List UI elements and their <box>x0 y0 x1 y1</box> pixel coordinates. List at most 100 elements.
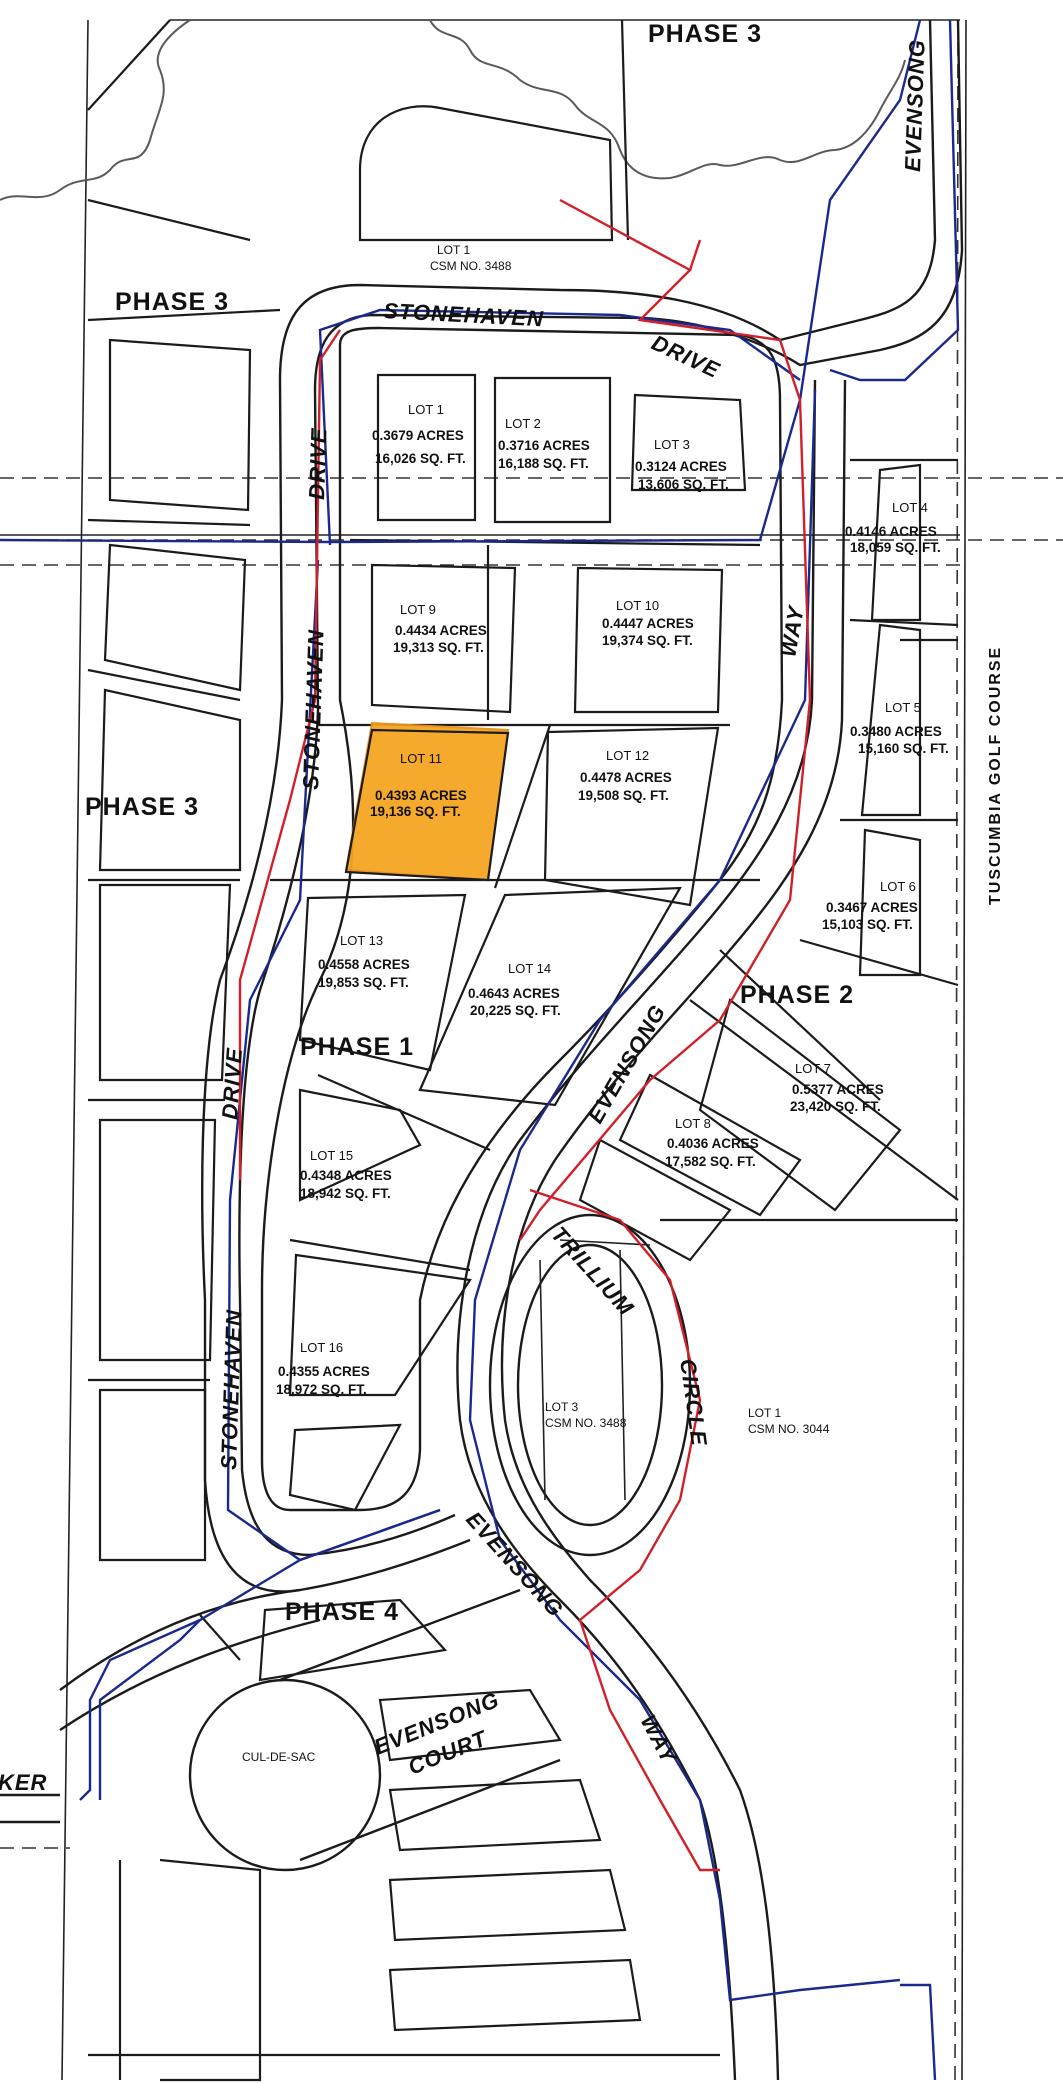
svg-text:18,059 SQ. FT.: 18,059 SQ. FT. <box>850 540 941 555</box>
street-evensong-top-right: EVENSONG <box>900 39 930 172</box>
svg-text:LOT 10: LOT 10 <box>616 598 659 613</box>
lot-11-outline <box>344 728 510 882</box>
lot-13[interactable]: LOT 13 0.4558 ACRES 19,853 SQ. FT. <box>318 933 410 990</box>
svg-text:LOT 5: LOT 5 <box>885 700 921 715</box>
svg-text:LOT 1: LOT 1 <box>408 402 444 417</box>
svg-text:19,374 SQ. FT.: 19,374 SQ. FT. <box>602 633 693 648</box>
svg-text:LOT 2: LOT 2 <box>505 416 541 431</box>
street-partial-left: KER <box>0 1770 47 1795</box>
svg-text:20,225 SQ. FT.: 20,225 SQ. FT. <box>470 1003 561 1018</box>
svg-text:0.4393 ACRES: 0.4393 ACRES <box>375 788 467 803</box>
svg-text:LOT 8: LOT 8 <box>675 1116 711 1131</box>
svg-text:18,972 SQ. FT.: 18,972 SQ. FT. <box>276 1382 367 1397</box>
street-drive-left-upper: DRIVE <box>304 427 332 500</box>
svg-text:LOT 16: LOT 16 <box>300 1340 343 1355</box>
lot-boundaries <box>87 338 959 2082</box>
svg-text:LOT 12: LOT 12 <box>606 748 649 763</box>
phase-labels: PHASE 3 PHASE 3 PHASE 3 PHASE 1 PHASE 2 … <box>85 20 854 1626</box>
phase-top-label: PHASE 3 <box>648 20 762 48</box>
street-drive-left-lower: DRIVE <box>217 1046 247 1120</box>
csm-lot1: LOT 1 <box>748 1406 781 1420</box>
svg-text:16,188 SQ. FT.: 16,188 SQ. FT. <box>498 456 589 471</box>
svg-text:0.4447 ACRES: 0.4447 ACRES <box>602 616 694 631</box>
svg-text:0.3716 ACRES: 0.3716 ACRES <box>498 438 590 453</box>
lot-16[interactable]: LOT 16 0.4355 ACRES 18,972 SQ. FT. <box>276 1340 370 1397</box>
svg-text:0.4146 ACRES: 0.4146 ACRES <box>845 524 937 539</box>
svg-text:13,606 SQ. FT.: 13,606 SQ. FT. <box>638 477 729 492</box>
svg-text:0.4036 ACRES: 0.4036 ACRES <box>667 1136 759 1151</box>
svg-text:LOT 9: LOT 9 <box>400 602 436 617</box>
street-stonehaven-top: STONEHAVEN <box>383 298 545 331</box>
golf-course-label: TUSCUMBIA GOLF COURSE <box>987 646 1004 905</box>
csm-lot3-number: CSM NO. 3488 <box>545 1416 627 1430</box>
lot-5[interactable]: LOT 5 0.3480 ACRES 15,160 SQ. FT. <box>850 700 949 756</box>
lot-11[interactable]: LOT 11 0.4393 ACRES 19,136 SQ. FT. <box>370 751 467 819</box>
svg-text:19,136 SQ. FT.: 19,136 SQ. FT. <box>370 804 461 819</box>
street-drive-top: DRIVE <box>648 330 724 383</box>
lot-labels: LOT 1 0.3679 ACRES 16,026 SQ. FT. LOT 2 … <box>276 402 949 1397</box>
phase-mid-left-label: PHASE 3 <box>85 793 199 821</box>
svg-text:LOT 11: LOT 11 <box>400 751 442 766</box>
lot-12[interactable]: LOT 12 0.4478 ACRES 19,508 SQ. FT. <box>578 748 672 803</box>
lot-4[interactable]: LOT 4 0.4146 ACRES 18,059 SQ. FT. <box>845 500 941 555</box>
phase-bottom-label: PHASE 4 <box>285 1598 399 1626</box>
lot-6[interactable]: LOT 6 0.3467 ACRES 15,103 SQ. FT. <box>822 879 918 932</box>
lot-7[interactable]: LOT 7 0.5377 ACRES 23,420 SQ. FT. <box>790 1061 884 1114</box>
svg-text:0.4558 ACRES: 0.4558 ACRES <box>318 957 410 972</box>
svg-text:19,313 SQ. FT.: 19,313 SQ. FT. <box>393 640 484 655</box>
csm-lot1-number: CSM NO. 3044 <box>748 1422 830 1436</box>
svg-text:LOT 15: LOT 15 <box>310 1148 353 1163</box>
street-circle: CIRCLE <box>675 1357 712 1448</box>
svg-text:19,508 SQ. FT.: 19,508 SQ. FT. <box>578 788 669 803</box>
svg-text:0.4643 ACRES: 0.4643 ACRES <box>468 986 560 1001</box>
lot-9[interactable]: LOT 9 0.4434 ACRES 19,313 SQ. FT. <box>393 602 487 655</box>
svg-text:0.3480 ACRES: 0.3480 ACRES <box>850 724 942 739</box>
svg-text:19,853 SQ. FT.: 19,853 SQ. FT. <box>318 975 409 990</box>
svg-text:0.4478 ACRES: 0.4478 ACRES <box>580 770 672 785</box>
svg-text:16,026 SQ. FT.: 16,026 SQ. FT. <box>375 451 466 466</box>
lot-15[interactable]: LOT 15 0.4348 ACRES 18,942 SQ. FT. <box>300 1148 392 1201</box>
csm-top-lot: LOT 1 <box>437 243 470 257</box>
road-outlines <box>0 19 964 2081</box>
svg-text:0.3467 ACRES: 0.3467 ACRES <box>826 900 918 915</box>
svg-text:LOT 3: LOT 3 <box>654 437 690 452</box>
svg-text:LOT 6: LOT 6 <box>880 879 916 894</box>
svg-text:0.5377 ACRES: 0.5377 ACRES <box>792 1082 884 1097</box>
lot-1[interactable]: LOT 1 0.3679 ACRES 16,026 SQ. FT. <box>372 402 466 466</box>
svg-text:0.4434 ACRES: 0.4434 ACRES <box>395 623 487 638</box>
street-stonehaven-left-upper: STONEHAVEN <box>298 629 329 791</box>
svg-text:LOT 14: LOT 14 <box>508 961 551 976</box>
csm-lot3: LOT 3 <box>545 1400 578 1414</box>
svg-text:0.4348 ACRES: 0.4348 ACRES <box>300 1168 392 1183</box>
svg-text:LOT 4: LOT 4 <box>892 500 928 515</box>
svg-text:0.3124 ACRES: 0.3124 ACRES <box>635 459 727 474</box>
phase-upper-left-label: PHASE 3 <box>115 288 229 316</box>
water-line <box>0 19 960 2081</box>
phase-right-label: PHASE 2 <box>740 981 854 1009</box>
street-stonehaven-left-lower: STONEHAVEN <box>216 1309 247 1471</box>
tree-line <box>0 19 906 201</box>
lot-2[interactable]: LOT 2 0.3716 ACRES 16,188 SQ. FT. <box>498 416 590 471</box>
lot-8[interactable]: LOT 8 0.4036 ACRES 17,582 SQ. FT. <box>665 1116 759 1169</box>
street-evensong-lower: EVENSONG <box>461 1507 568 1622</box>
svg-text:0.3679 ACRES: 0.3679 ACRES <box>372 428 464 443</box>
csm-labels: LOT 1 CSM NO. 3488 LOT 3 CSM NO. 3488 LO… <box>430 243 830 1436</box>
lot-14[interactable]: LOT 14 0.4643 ACRES 20,225 SQ. FT. <box>468 961 561 1018</box>
street-cul-de-sac: CUL-DE-SAC <box>242 1750 316 1764</box>
svg-text:18,942 SQ. FT.: 18,942 SQ. FT. <box>300 1186 391 1201</box>
phase-center-label: PHASE 1 <box>300 1033 414 1061</box>
svg-text:LOT 13: LOT 13 <box>340 933 383 948</box>
street-trillium: TRILLIUM <box>546 1222 639 1321</box>
svg-text:0.4355 ACRES: 0.4355 ACRES <box>278 1364 370 1379</box>
svg-text:15,160 SQ. FT.: 15,160 SQ. FT. <box>858 741 949 756</box>
csm-top-number: CSM NO. 3488 <box>430 259 512 273</box>
top-lot-lines <box>87 19 630 322</box>
svg-text:17,582 SQ. FT.: 17,582 SQ. FT. <box>665 1154 756 1169</box>
svg-text:15,103 SQ. FT.: 15,103 SQ. FT. <box>822 917 913 932</box>
lot-10[interactable]: LOT 10 0.4447 ACRES 19,374 SQ. FT. <box>602 598 694 648</box>
sewer-line <box>238 198 812 1872</box>
lot-3[interactable]: LOT 3 0.3124 ACRES 13,606 SQ. FT. <box>635 437 729 492</box>
svg-text:LOT 7: LOT 7 <box>795 1061 831 1076</box>
svg-text:23,420 SQ. FT.: 23,420 SQ. FT. <box>790 1099 881 1114</box>
